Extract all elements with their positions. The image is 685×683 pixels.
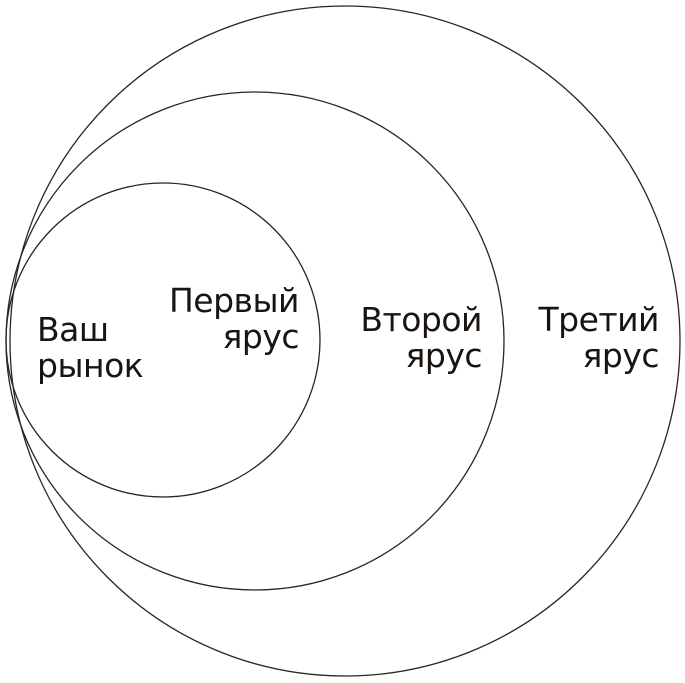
your-market-line1: Ваш xyxy=(37,310,109,349)
first-tier-line1: Первый xyxy=(168,281,300,320)
first-tier-line2: ярус xyxy=(222,317,300,356)
third-tier-label: Третий ярус xyxy=(538,302,659,374)
second-tier-label: Второй ярус xyxy=(360,302,482,374)
second-tier-line2: ярус xyxy=(405,336,483,375)
first-tier-label: Первый ярус xyxy=(168,281,300,356)
second-tier-line1: Второй xyxy=(360,300,482,339)
third-tier-line1: Третий xyxy=(538,300,659,339)
your-market-line2: рынок xyxy=(37,346,144,385)
your-market-label: Ваш рынок xyxy=(37,310,144,385)
first-tier-circle xyxy=(5,182,321,498)
third-tier-line2: ярус xyxy=(582,336,660,375)
third-tier-circle xyxy=(9,5,681,677)
